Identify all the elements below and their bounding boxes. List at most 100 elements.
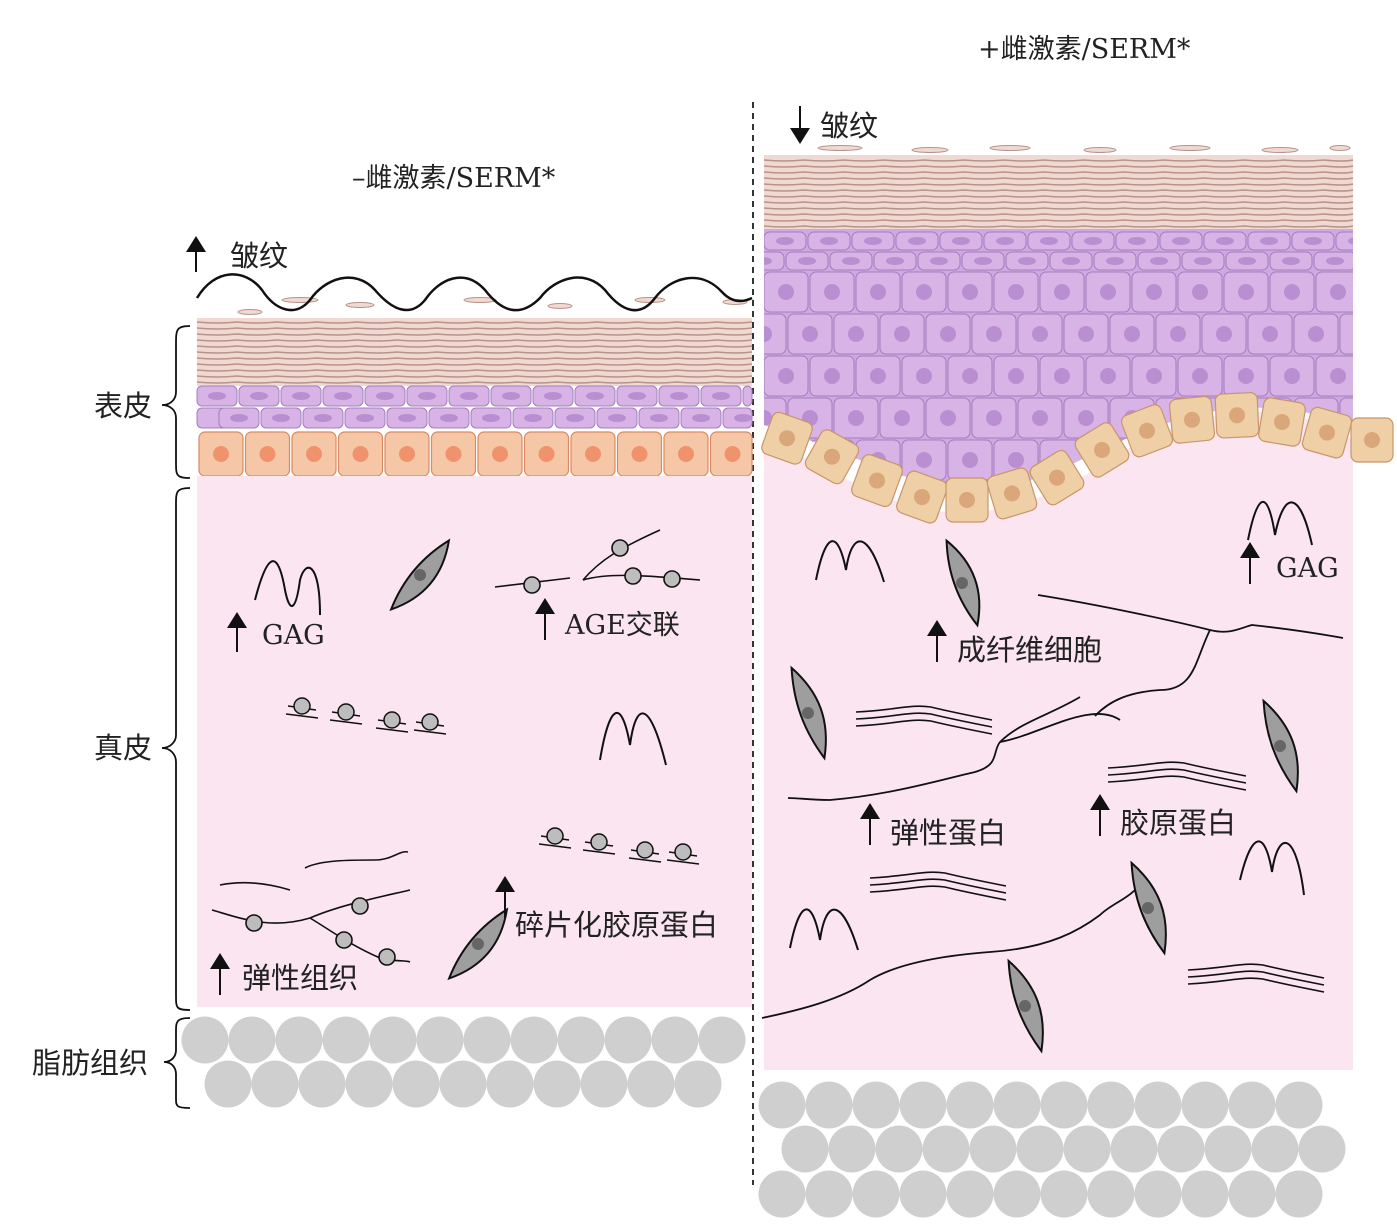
fat-cell — [1016, 1125, 1064, 1173]
fat-cell — [181, 1016, 229, 1064]
cell-nucleus — [482, 414, 500, 422]
skin-flake — [1169, 145, 1211, 151]
gag-label-right: GAG — [1276, 553, 1339, 584]
cell-nucleus — [1284, 368, 1300, 384]
cell-nucleus — [778, 368, 794, 384]
fat-cell — [1204, 1125, 1252, 1173]
cell-nucleus — [259, 446, 276, 462]
fat-tissue-right — [758, 1081, 1346, 1218]
stratum-corneum-left — [196, 318, 753, 386]
fat-cell — [1228, 1081, 1276, 1129]
basal-cell — [945, 477, 989, 523]
gag-squiggle — [1239, 840, 1305, 896]
collagen-fiber — [1187, 977, 1325, 993]
collagen-fragment — [329, 719, 363, 725]
cell-nucleus — [930, 257, 948, 265]
skin-flake — [1261, 147, 1299, 153]
cell-nucleus — [959, 492, 975, 508]
cell-nucleus — [1106, 257, 1124, 265]
fat-cell — [298, 1060, 346, 1108]
collagen-fragment — [285, 713, 319, 719]
cell-nucleus — [1216, 237, 1234, 245]
elastin-label: 弹性蛋白 — [890, 816, 1006, 850]
dermis-right — [764, 412, 1353, 1070]
collagen-fiber — [1107, 775, 1247, 791]
cell-nucleus — [914, 489, 930, 506]
cell-nucleus — [352, 446, 369, 462]
fat-cell — [1087, 1081, 1135, 1129]
fat-cell — [604, 1016, 652, 1064]
fat-cell — [557, 1016, 605, 1064]
fat-cell — [1087, 1170, 1135, 1218]
collagen-fragment — [628, 857, 662, 863]
gag-squiggle — [815, 540, 885, 583]
spinous-cell — [1339, 313, 1353, 355]
fat-cell — [204, 1060, 252, 1108]
cell-nucleus — [1348, 237, 1353, 245]
cell-nucleus — [1364, 432, 1380, 448]
collagen-fiber — [1187, 963, 1325, 979]
cell-nucleus — [1282, 257, 1300, 265]
cell-nucleus — [1139, 422, 1155, 439]
cell-nucleus — [418, 392, 436, 400]
cell-nucleus — [440, 414, 458, 422]
fat-cell — [674, 1060, 722, 1108]
cell-nucleus — [1216, 326, 1232, 342]
cell-nucleus — [802, 326, 818, 342]
cell-nucleus — [1274, 414, 1290, 430]
collagen-fiber — [855, 719, 993, 735]
elastic-nodes — [245, 897, 396, 966]
age-label: AGE交联 — [564, 610, 680, 641]
fat-cell — [1040, 1170, 1088, 1218]
fat-cell — [416, 1016, 464, 1064]
fat-cell — [922, 1125, 970, 1173]
cell-nucleus — [1054, 368, 1070, 384]
fibroblast-icon — [1262, 698, 1299, 794]
cell-nucleus — [916, 368, 932, 384]
cell-nucleus — [824, 284, 840, 300]
cell-nucleus — [940, 410, 956, 426]
fat-cell — [993, 1170, 1041, 1218]
crosslink-node — [421, 713, 439, 731]
brace-fat — [163, 1017, 191, 1109]
fat-cell — [1228, 1170, 1276, 1218]
cell-nucleus — [566, 414, 584, 422]
cell-nucleus — [870, 284, 886, 300]
right-panel: 皱纹 GAG — [758, 106, 1394, 1218]
spinous-cell — [1335, 231, 1353, 251]
corneum-line — [196, 333, 753, 336]
skin-flake — [817, 145, 863, 151]
collagen-fiber — [1187, 970, 1325, 986]
cell-nucleus — [631, 446, 648, 462]
cell-nucleus — [1049, 469, 1065, 486]
cell-nucleus — [962, 452, 978, 468]
cell-nucleus — [1008, 452, 1024, 468]
cell-nucleus — [1304, 237, 1322, 245]
crosslink-node — [546, 827, 564, 845]
layer-label-fat: 脂肪组织 — [32, 1046, 148, 1080]
cell-nucleus — [524, 414, 542, 422]
basal-cell — [804, 429, 860, 485]
fat-cell — [828, 1125, 876, 1173]
cell-nucleus — [779, 430, 795, 447]
cell-nucleus — [292, 392, 310, 400]
cell-nucleus — [848, 326, 864, 342]
fat-cell — [1157, 1125, 1205, 1173]
skin-flakes-right — [817, 145, 1351, 153]
cell-nucleus — [986, 410, 1002, 426]
fat-cell — [899, 1170, 947, 1218]
crosslink-node — [636, 841, 654, 859]
fat-cell — [345, 1060, 393, 1108]
cell-nucleus — [962, 284, 978, 300]
corneum-line — [763, 165, 1354, 168]
cell-nucleus — [842, 257, 860, 265]
cell-nucleus — [886, 257, 904, 265]
basal-cell — [1168, 395, 1216, 444]
skin-flake — [634, 297, 666, 303]
stratum-corneum-right — [763, 155, 1354, 229]
cell-nucleus — [1326, 257, 1344, 265]
corneum-line — [196, 321, 753, 324]
fibroblast-label: 成纤维细胞 — [957, 633, 1102, 667]
cell-nucleus — [1146, 284, 1162, 300]
gag-squiggle — [1247, 500, 1313, 546]
